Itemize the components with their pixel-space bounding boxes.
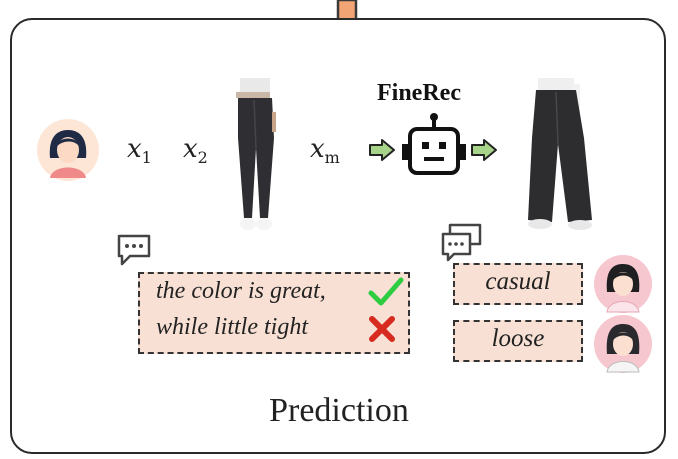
robot-icon [402,113,466,175]
wide-jeans-image [528,78,592,230]
check-icon [368,277,404,306]
user-avatar-icon [594,255,652,313]
sequence-item-subscript: 1 [141,148,152,168]
attribute-box-loose [453,320,583,362]
sequence-item-base: x [127,134,142,164]
sequence-item-xm: xm [310,134,340,167]
attribute-box-casual [453,263,583,305]
review-line-2: while little tight [156,314,308,340]
skinny-jeans-image [236,78,276,230]
attribute-label-loose: loose [491,325,545,352]
multi-chat-icon [441,223,482,262]
sequence-item-subscript: m [324,148,340,168]
chat-bubble-icon [117,234,151,266]
sequence-item-x1: x1 [127,134,152,167]
sequence-item-base: x [183,134,198,164]
user-avatar-icon [594,315,652,373]
green-arrow-out-icon [471,139,497,161]
user-avatar-icon [37,119,99,181]
review-box [138,272,410,354]
cross-icon [369,316,395,342]
prediction-label: Prediction [269,392,409,429]
sequence-item-subscript: 2 [197,148,208,168]
model-title: FineRec [377,80,461,106]
green-arrow-in-icon [369,139,395,161]
sequence-item-base: x [310,134,325,164]
review-line-1: the color is great, [156,278,326,304]
attribute-label-casual: casual [485,268,551,295]
sequence-item-x2: x2 [183,134,208,167]
